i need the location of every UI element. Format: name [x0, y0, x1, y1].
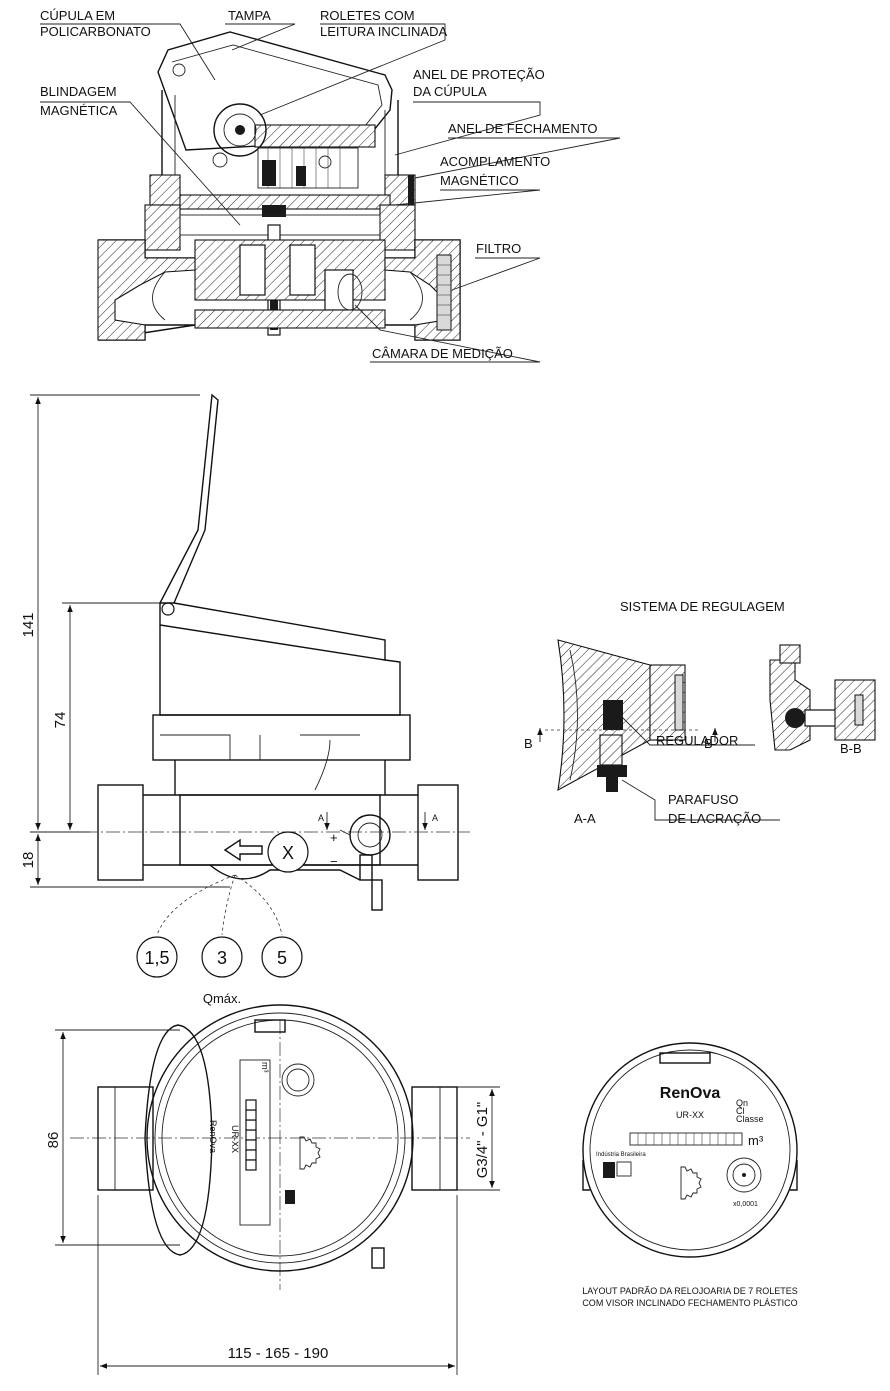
label-blindagem-2: MAGNÉTICA	[40, 103, 118, 118]
label-section-bb: B-B	[840, 741, 862, 756]
dial-class-cl: Cl	[736, 1106, 745, 1116]
qmax-option-circle	[201, 936, 243, 978]
qmax-option-circle	[261, 936, 303, 978]
top-dial-model: UR-XX	[230, 1125, 240, 1153]
label-regulador: REGULADOR	[656, 733, 738, 748]
dial-caption-1: LAYOUT PADRÃO DA RELOJOARIA DE 7 ROLETES	[582, 1286, 798, 1296]
dial-maker: Indústria Brasileira	[596, 1152, 646, 1158]
label-cupula-1: CÚPULA EM	[40, 8, 115, 23]
label-parafuso-1: PARAFUSO	[668, 792, 739, 807]
label-blindagem-1: BLINDAGEM	[40, 84, 117, 99]
callout-labels: CÚPULA EM POLICARBONATO TAMPA ROLETES CO…	[40, 8, 598, 361]
qmax-option-5: 5	[277, 948, 287, 968]
label-anel-fechamento: ANEL DE FECHAMENTO	[448, 121, 598, 136]
flow-symbol: X	[282, 843, 294, 863]
top-plan-view: RenOva UR-XX m³ 86 G3/4" - G1" 115 - 165…	[45, 1004, 500, 1375]
top-dial-brand: RenOva	[208, 1120, 218, 1153]
label-anel-protecao-2: DA CÚPULA	[413, 84, 487, 99]
cutaway-section-view	[40, 23, 621, 363]
qmax-option-3: 3	[217, 948, 227, 968]
dial-serial: x0,0001	[733, 1201, 758, 1208]
dimension-86: 86	[45, 1132, 62, 1149]
plus-sign: +	[330, 830, 338, 845]
label-anel-protecao-1: ANEL DE PROTEÇÃO	[413, 67, 545, 82]
label-parafuso-2: DE LACRAÇÃO	[668, 811, 761, 826]
dial-class-classe: Classe	[736, 1114, 764, 1124]
section-b-left: B	[524, 736, 533, 751]
dimension-18: 18	[20, 852, 37, 869]
qmax-option-list: 1,5 3 5	[136, 936, 303, 978]
section-b-right: B	[704, 736, 713, 751]
qmax-option-1-5: 1,5	[144, 948, 169, 968]
regulagem-title: SISTEMA DE REGULAGEM	[620, 599, 785, 614]
label-section-aa: A-A	[574, 811, 596, 826]
label-roletes-2: LEITURA INCLINADA	[320, 24, 447, 39]
section-mark-a-right: A	[432, 813, 438, 823]
dial-layout-detail: RenOva UR-XX Qn Cl Classe m³ Indústria B…	[582, 1042, 798, 1308]
label-acoplamento-2: MAGNÉTICO	[440, 173, 519, 188]
dimension-thread: G3/4" - G1"	[474, 1102, 491, 1179]
qmax-option-circle	[136, 936, 178, 978]
dial-brand: RenOva	[660, 1085, 721, 1102]
minus-sign: −	[330, 854, 338, 869]
dial-roller-counter	[629, 1132, 743, 1146]
label-tampa: TAMPA	[228, 8, 271, 23]
dial-caption-2: COM VISOR INCLINADO FECHAMENTO PLÁSTICO	[582, 1298, 797, 1308]
label-filtro: FILTRO	[476, 241, 521, 256]
flow-symbol-circle	[267, 831, 309, 873]
dial-unit: m³	[748, 1133, 764, 1148]
qmax-label: Qmáx.	[203, 991, 241, 1006]
top-dial-unit: m³	[260, 1062, 270, 1073]
dial-class-qn: Qn	[736, 1098, 748, 1108]
label-cupula-2: POLICARBONATO	[40, 24, 151, 39]
dimension-141: 141	[20, 612, 37, 637]
regulating-system-detail: SISTEMA DE REGULAGEM B B REGULADOR PARAF…	[524, 599, 876, 826]
section-mark-a-left: A	[318, 813, 324, 823]
side-elevation-view: X + − A A 141 74 18 1,5 3	[20, 393, 470, 1006]
label-acoplamento-1: ACOMPLAMENTO	[440, 154, 550, 169]
dial-model: UR-XX	[676, 1110, 704, 1120]
label-camara: CÂMARA DE MEDIÇÃO	[372, 346, 513, 361]
dimension-74: 74	[52, 712, 69, 729]
label-roletes-1: ROLETES COM	[320, 8, 415, 23]
top-dial-rollers	[245, 1099, 257, 1171]
dimension-length: 115 - 165 - 190	[228, 1345, 329, 1362]
